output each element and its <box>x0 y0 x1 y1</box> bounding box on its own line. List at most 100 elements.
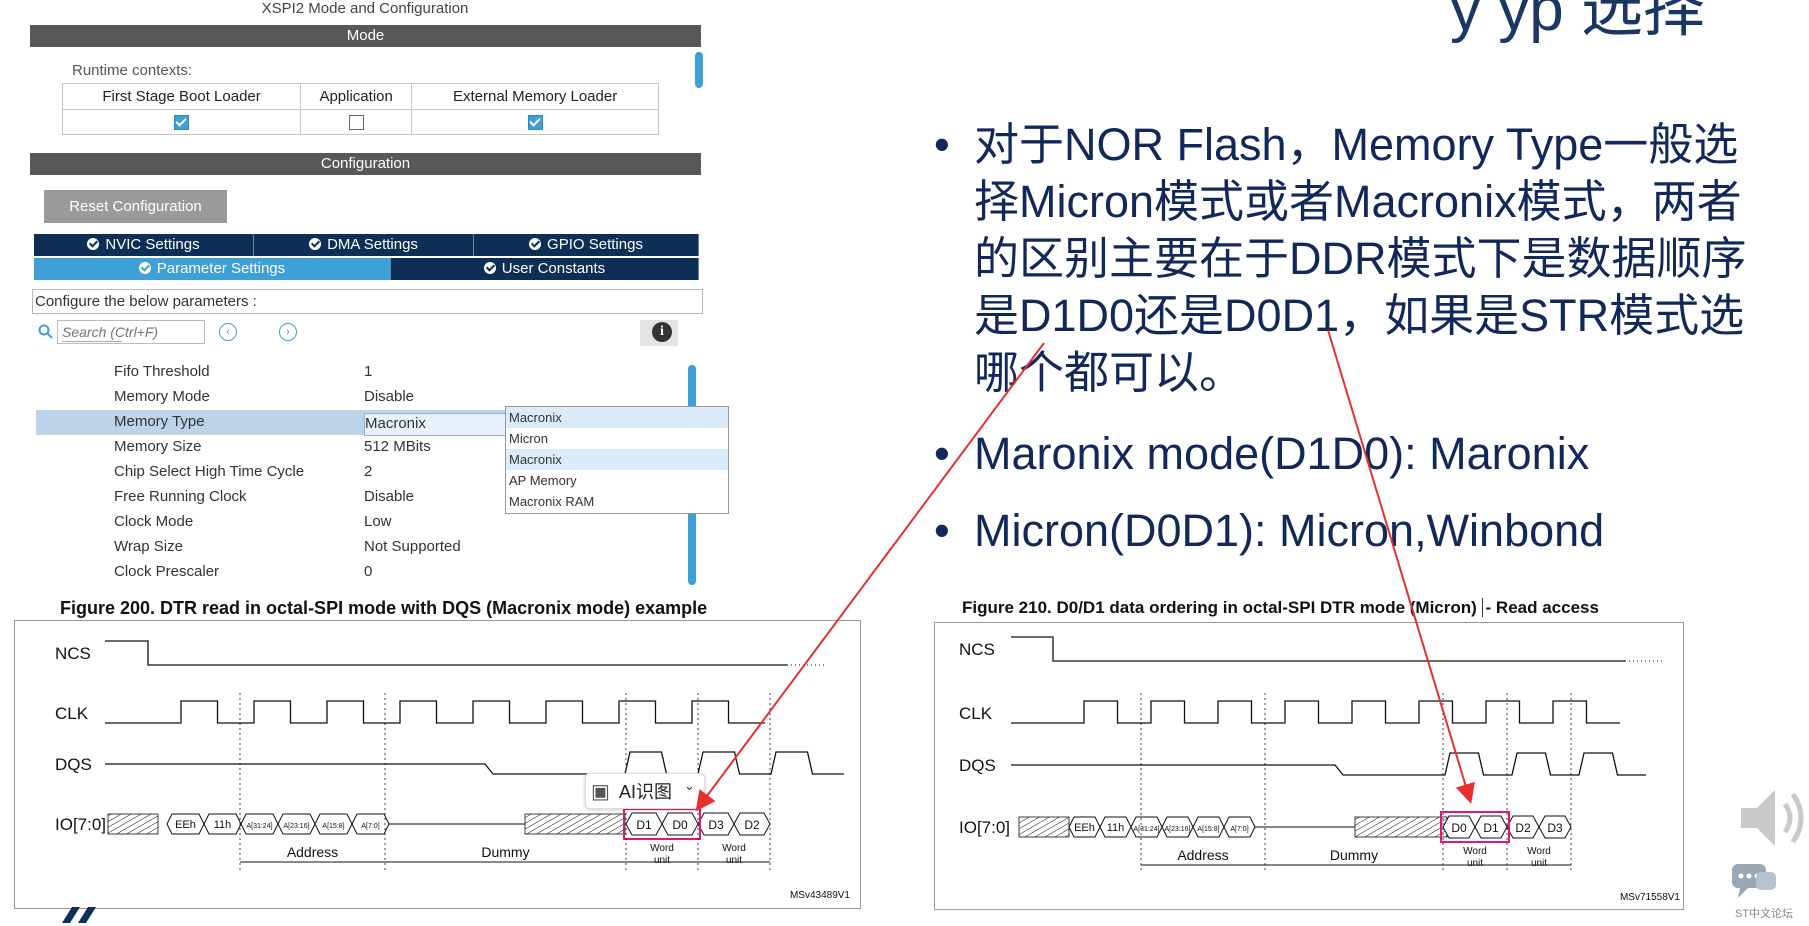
io-bus-cell-label: 11h <box>214 819 232 831</box>
memory-type-select[interactable]: Macronix <box>364 413 508 436</box>
forum-chat-icon[interactable] <box>1730 860 1780 902</box>
check-icon <box>138 262 151 274</box>
io-bus-cell-label: A[7:0] <box>1230 826 1248 833</box>
io-bus-cell-label: A[7:0] <box>361 823 379 830</box>
word-label: Word <box>650 843 674 854</box>
word-label: Word <box>722 843 746 854</box>
ai-scan-icon: ▣ <box>591 781 610 803</box>
fsbl-checkbox[interactable] <box>174 114 190 130</box>
chevron-down-icon[interactable]: ⌄ <box>684 778 695 793</box>
bullet-1: • 对于NOR Flash，Memory Type一般选 择Micron模式或者… <box>934 116 1794 406</box>
bullet-1-line-3: 的区别主要在于DDR模式下是数据顺序 <box>974 233 1747 284</box>
bullet-3-text: Micron(D0D1): Micron,Winbond <box>974 505 1605 556</box>
panel-title: XSPI2 Mode and Configuration <box>261 0 469 17</box>
context-label-fsbl: First Stage Boot Loader <box>61 83 302 110</box>
st-logo-fragment <box>62 907 96 923</box>
slide-heading-fragment: y yp 选择 <box>1450 0 1705 44</box>
io-data-cell-label: D2 <box>1515 821 1531 835</box>
runtime-contexts-table: First Stage Boot Loader Application Exte… <box>61 83 659 135</box>
bullet-2-text: Maronix mode(D1D0): Maronix <box>974 428 1590 479</box>
dropdown-option-micron[interactable]: Micron <box>509 431 549 446</box>
unit-label: unit <box>654 855 670 866</box>
tab-nvic-settings[interactable]: NVIC Settings <box>34 234 254 256</box>
reset-configuration-button[interactable]: Reset Configuration <box>44 190 227 223</box>
io-bus-cell-label: A[31:24] <box>246 823 272 830</box>
configuration-bar: Configuration <box>30 153 701 175</box>
bullet-1-text: 对于NOR Flash，Memory Type一般选 择Micron模式或者Ma… <box>974 116 1747 401</box>
unit-label: unit <box>726 855 742 866</box>
signal-label: NCS <box>55 644 91 663</box>
tab-dma-settings[interactable]: DMA Settings <box>254 234 474 256</box>
external-memory-loader-checkbox[interactable] <box>527 114 543 130</box>
io-data-cell-label: D3 <box>708 818 724 832</box>
group-divider <box>62 341 122 348</box>
io-hatch-dummy <box>1354 816 1448 838</box>
tabs-row-1: NVIC Settings DMA Settings GPIO Settings <box>34 234 699 256</box>
dropdown-option-macronix-ram[interactable]: Macronix RAM <box>509 494 595 509</box>
io-data-cell-label: D3 <box>1547 821 1563 835</box>
ncs-waveform <box>105 640 787 666</box>
unit-label: unit <box>1467 858 1483 869</box>
context-label-external-memory-loader: External Memory Loader <box>411 83 659 110</box>
io-bus-cell-label: A[31:24] <box>1133 826 1159 833</box>
dummy-label: Dummy <box>1330 847 1378 863</box>
io-bus-cell-label: 11h <box>1107 822 1125 834</box>
io-data-cell-label: D1 <box>636 818 652 832</box>
bullet-1-line-4: 是D1D0还是D0D1，如果是STR模式选 <box>974 290 1745 341</box>
clk-waveform <box>105 700 765 724</box>
ai-recognize-button[interactable] <box>585 773 705 809</box>
check-icon <box>483 262 496 274</box>
ncs-waveform <box>1011 636 1625 662</box>
search-input[interactable] <box>57 320 205 344</box>
mode-scrollbar[interactable] <box>695 52 703 88</box>
io-hatch-dummy <box>524 813 626 835</box>
context-label-application: Application <box>300 83 413 110</box>
io-bus-cell-label: EEh <box>175 819 196 831</box>
memory-type-dropdown: Macronix Micron Macronix AP Memory Macro… <box>505 406 729 514</box>
dqs-waveform <box>1011 752 1646 776</box>
signal-label: CLK <box>55 704 89 723</box>
address-label: Address <box>1177 847 1228 863</box>
mode-bar: Mode <box>30 25 701 47</box>
tab-parameter-settings[interactable]: Parameter Settings <box>34 258 391 280</box>
highlight-box <box>623 808 701 840</box>
tab-gpio-settings[interactable]: GPIO Settings <box>474 234 699 256</box>
signal-label: IO[7:0] <box>959 818 1010 837</box>
highlight-box <box>1440 811 1510 843</box>
speaker-icon[interactable] <box>1735 780 1809 855</box>
search-icon <box>38 324 53 339</box>
io-bus-cell-label: A[23:16] <box>1164 826 1190 833</box>
word-label: Word <box>1463 846 1487 857</box>
tab-user-constants[interactable]: User Constants <box>390 258 699 280</box>
io-data-cell-label: D0 <box>672 818 688 832</box>
application-checkbox[interactable] <box>348 114 364 130</box>
signal-label: IO[7:0] <box>55 815 106 834</box>
figure-ref: MSv43489V1 <box>790 890 850 901</box>
signal-label: CLK <box>959 704 993 723</box>
info-icon: i <box>652 322 672 342</box>
dropdown-option-ap-memory[interactable]: AP Memory <box>509 473 577 488</box>
next-match-icon[interactable]: › <box>279 323 297 341</box>
io-data-cell <box>1538 815 1572 839</box>
io-data-cell-label: D2 <box>744 818 760 832</box>
figure-left-caption: Figure 200. DTR read in octal-SPI mode w… <box>60 598 708 618</box>
figure-ref: MSv71558V1 <box>1620 892 1680 903</box>
signal-label: NCS <box>959 640 995 659</box>
dropdown-option-macronix[interactable]: Macronix <box>506 449 728 470</box>
bullet-1-line-2: 择Micron模式或者Macronix模式，两者 <box>974 176 1742 227</box>
previous-match-icon[interactable]: ‹ <box>219 323 237 341</box>
dqs-waveform <box>105 751 844 775</box>
address-label: Address <box>287 844 338 860</box>
